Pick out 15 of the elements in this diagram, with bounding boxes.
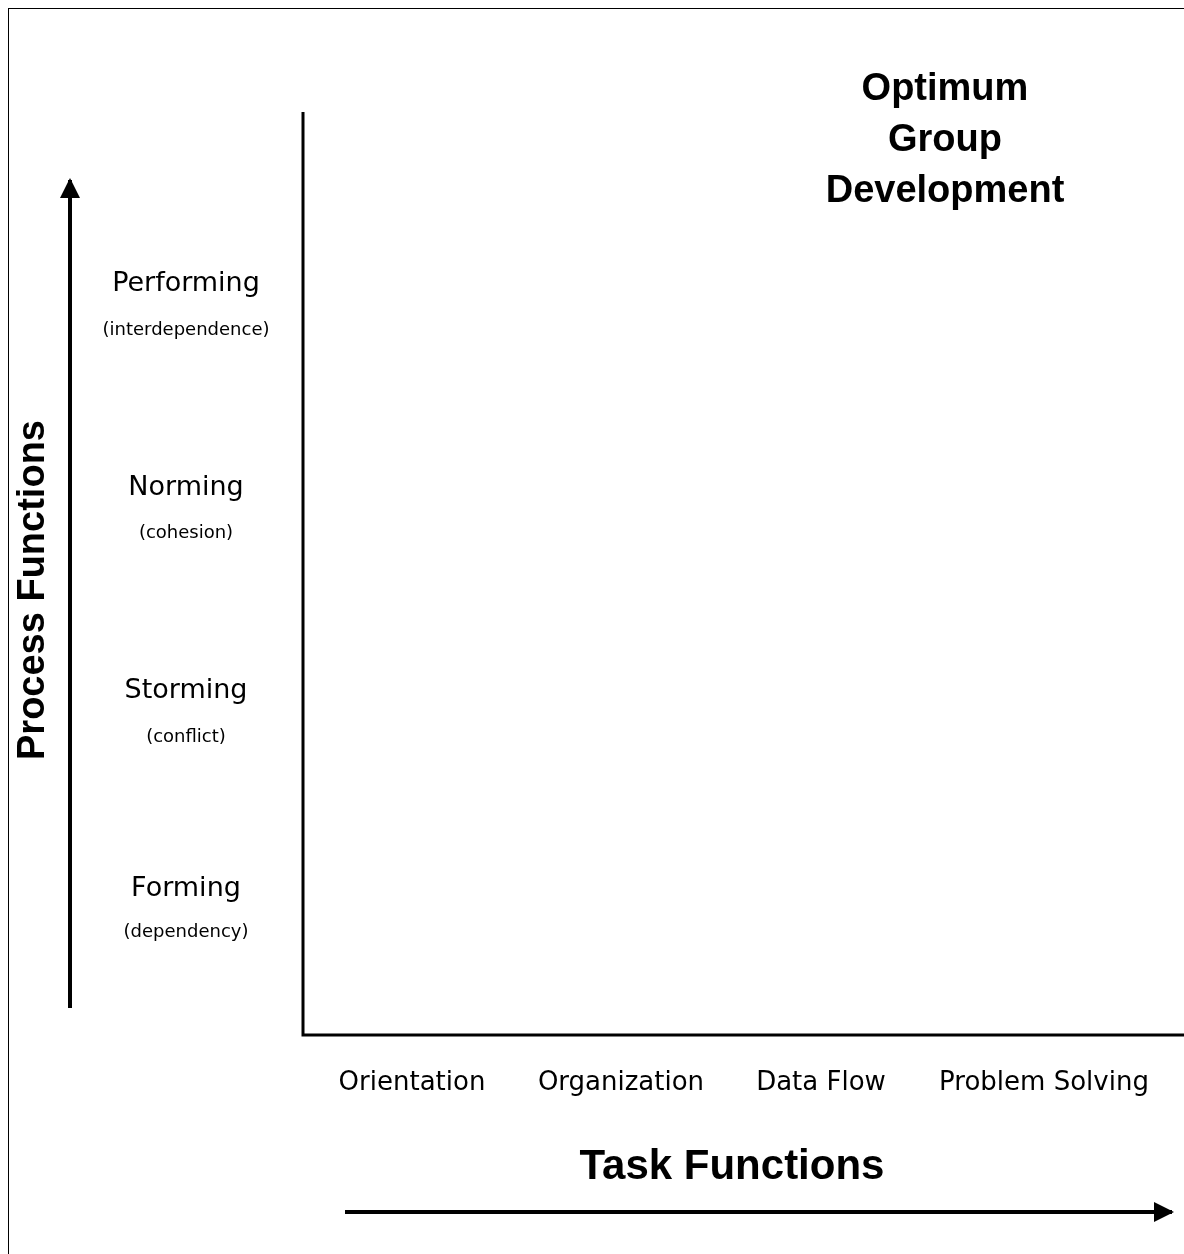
stage-note: (interdependence)	[102, 318, 270, 340]
stage-note: (cohesion)	[138, 521, 234, 543]
stage-label: Forming	[131, 871, 241, 903]
category-label: Organization	[537, 1067, 705, 1097]
category-label: Orientation	[338, 1067, 486, 1097]
stage-note: (dependency)	[123, 920, 249, 942]
axis-title: Process Functions	[10, 420, 54, 760]
chart-title: Optimum Group Development	[825, 65, 1065, 212]
stage-note: (conflict)	[146, 725, 226, 747]
category-label: Problem Solving	[939, 1067, 1149, 1097]
stage-label: Norming	[128, 470, 244, 502]
axis-title: Task Functions	[579, 1140, 885, 1190]
stage-label: Performing	[112, 266, 260, 298]
category-label: Data Flow	[756, 1067, 886, 1097]
stage-label: Storming	[124, 673, 248, 705]
